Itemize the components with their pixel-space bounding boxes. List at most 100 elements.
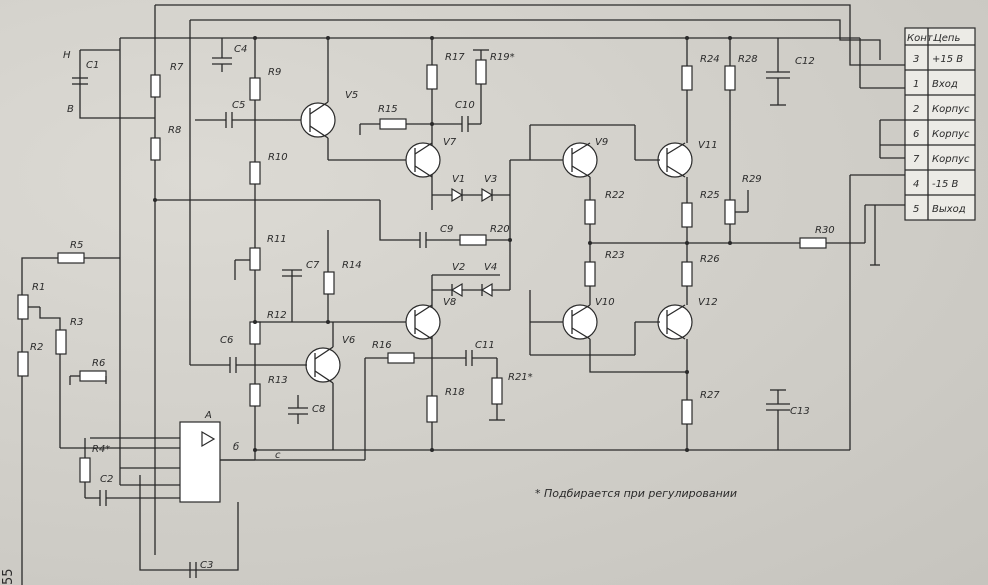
label-r21: R21*	[508, 372, 533, 383]
label-r11: R11	[267, 234, 287, 245]
table-row-5-circuit: -15 В	[932, 179, 959, 190]
label-r10: R10	[268, 152, 288, 163]
resistor-r4	[79, 457, 91, 483]
v9-collector	[571, 142, 591, 155]
v6-emitter	[314, 370, 334, 384]
table-row-0-circuit: +15 В	[932, 54, 963, 65]
resistor-r28	[724, 65, 736, 91]
transistor-v10	[562, 304, 598, 340]
table-row-4-contact: 7	[913, 154, 920, 165]
label-c1: C1	[86, 60, 99, 71]
resistor-r18	[426, 395, 438, 423]
resistor-r3	[55, 329, 67, 355]
wire-top-rail-2	[190, 19, 881, 60]
resistor-r29	[724, 199, 736, 225]
resistor-r30	[799, 237, 827, 249]
resistor-r17	[426, 64, 438, 90]
v10-collector	[571, 327, 591, 340]
diode-v3	[481, 187, 494, 203]
label-c2: C2	[100, 474, 113, 485]
label-r6: R6	[92, 358, 105, 369]
resistor-r8	[150, 137, 161, 161]
label-r18: R18	[445, 387, 465, 398]
diode-v2	[450, 282, 463, 298]
v5-emitter	[309, 125, 329, 139]
label-r26: R26	[700, 254, 720, 265]
resistor-r23	[584, 261, 596, 287]
resistor-r11	[249, 247, 261, 271]
transistor-v11	[657, 142, 693, 178]
label-c: с	[275, 450, 281, 461]
label-v3: V3	[484, 174, 497, 185]
v11-collector	[666, 142, 686, 155]
v11-emitter	[666, 165, 686, 178]
label-r20: R20	[490, 224, 510, 235]
label-r25: R25	[700, 190, 720, 201]
v8-emitter	[414, 327, 433, 340]
wire-plus15-rail	[155, 4, 905, 66]
resistor-r10	[249, 161, 261, 185]
label-r14: R14	[342, 260, 362, 271]
label-c8: C8	[312, 404, 325, 415]
label-c4: C4	[234, 44, 247, 55]
v10-emitter	[571, 304, 591, 317]
resistor-r12	[249, 321, 261, 345]
resistor-r15	[379, 118, 407, 130]
label-r8: R8	[168, 125, 181, 136]
resistor-r27	[681, 399, 693, 425]
table-row-1-circuit: Вход	[932, 79, 958, 90]
label-v2: V2	[452, 262, 465, 273]
v8-collector	[414, 304, 433, 317]
label-b: б	[233, 441, 239, 453]
label-r1: R1	[32, 282, 45, 293]
resistor-r22	[584, 199, 596, 225]
resistor-r19	[475, 59, 487, 85]
table-row-3-circuit: Корпус	[932, 129, 970, 140]
v12-collector	[666, 327, 686, 340]
wire-v10-collector	[589, 339, 687, 373]
page-number: 55	[1, 568, 16, 585]
v9-emitter	[571, 165, 591, 178]
wire-c1	[79, 50, 155, 119]
label-r19: R19*	[490, 52, 515, 63]
opamp-a	[179, 421, 221, 503]
resistor-r25	[681, 202, 693, 228]
label-v10: V10	[595, 297, 615, 308]
resistor-r14	[323, 271, 335, 295]
diode-v4	[480, 282, 493, 298]
label-v1: V1	[452, 174, 465, 185]
resistor-r7	[150, 74, 161, 98]
wire-feedback-c9	[379, 200, 420, 241]
label-v9: V9	[595, 137, 608, 148]
label-v7: V7	[443, 137, 457, 148]
label-c6: C6	[220, 335, 233, 346]
label-a: A	[204, 410, 212, 421]
label-r3: R3	[70, 317, 83, 328]
label-h: H	[63, 50, 71, 61]
label-r7: R7	[170, 62, 184, 73]
label-c9: C9	[440, 224, 453, 235]
v12-emitter	[666, 304, 686, 317]
label-b: B	[67, 104, 74, 115]
label-r24: R24	[700, 54, 720, 65]
label-r2: R2	[30, 342, 43, 353]
resistor-r26	[681, 261, 693, 287]
v7-emitter	[414, 165, 433, 178]
transistor-v9	[562, 142, 598, 178]
label-v11: V11	[698, 140, 718, 151]
v5-collector	[309, 101, 329, 115]
label-r13: R13	[268, 375, 288, 386]
label-v12: V12	[698, 297, 718, 308]
label-r17: R17	[445, 52, 465, 63]
resistor-r9	[249, 77, 261, 101]
label-c5: C5	[232, 100, 245, 111]
wire-r5	[21, 257, 120, 295]
label-r29: R29	[742, 174, 762, 185]
resistor-r5	[57, 252, 85, 264]
wire-r1-to-r3	[39, 307, 61, 330]
resistor-r16	[387, 352, 415, 364]
label-c11: C11	[475, 340, 495, 351]
label-v6: V6	[342, 335, 355, 346]
table-row-2-circuit: Корпус	[932, 104, 970, 115]
